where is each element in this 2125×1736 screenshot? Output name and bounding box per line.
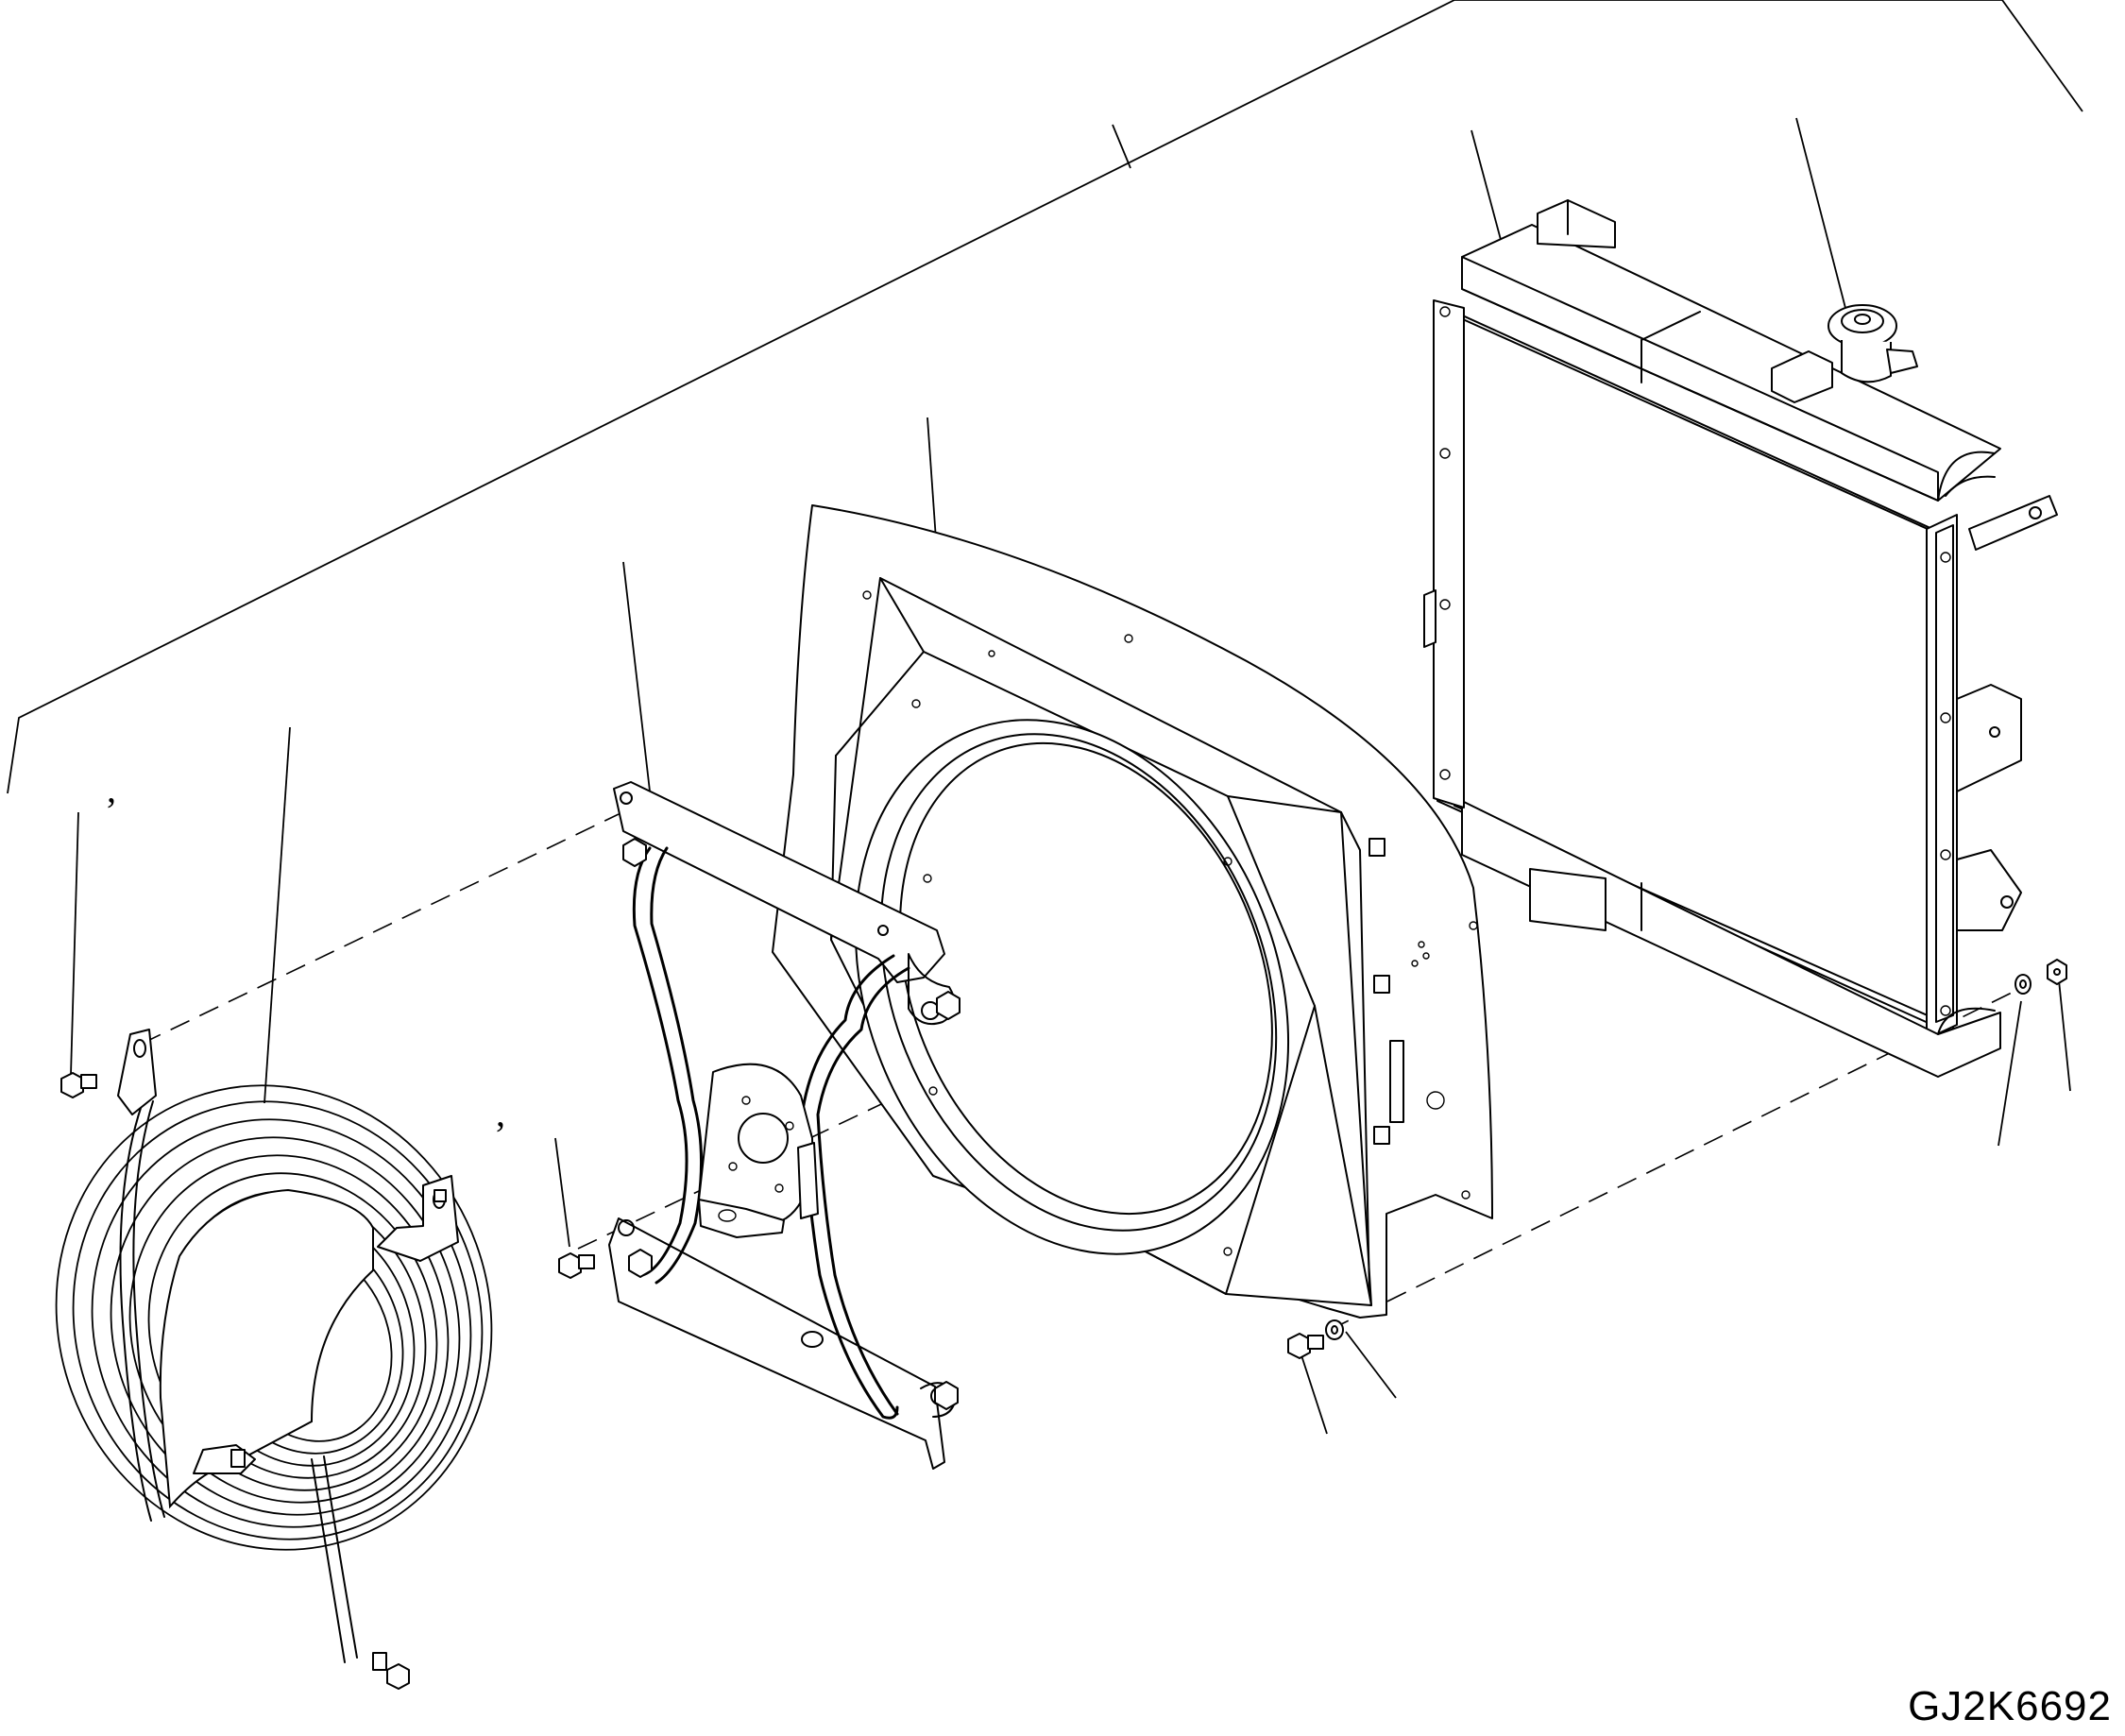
nut-icon (623, 839, 646, 866)
nut-icon (2048, 960, 2066, 984)
drawing-code-label: GJ2K6692 (1908, 1683, 2112, 1729)
nut-icon (937, 992, 960, 1019)
bolt-icon (61, 1073, 96, 1098)
bolt-icon (1288, 1334, 1323, 1358)
nut-icon (935, 1382, 958, 1409)
comma-mark: , (496, 1092, 505, 1134)
fan-shroud-icon (773, 505, 1492, 1319)
radiator-icon (1424, 200, 2057, 1077)
fan-guard-icon (0, 1024, 556, 1662)
bolt-icon (373, 1653, 409, 1689)
washer-icon (1326, 1320, 1343, 1339)
comma-mark: , (107, 768, 116, 810)
radiator-cap-icon (1828, 305, 1917, 382)
washer-icon (2015, 975, 2031, 994)
assembly-bracket-line (8, 0, 2082, 793)
fan-bracket-icon (609, 782, 956, 1469)
nut-icon (629, 1250, 652, 1277)
bolt-icon (559, 1253, 594, 1278)
